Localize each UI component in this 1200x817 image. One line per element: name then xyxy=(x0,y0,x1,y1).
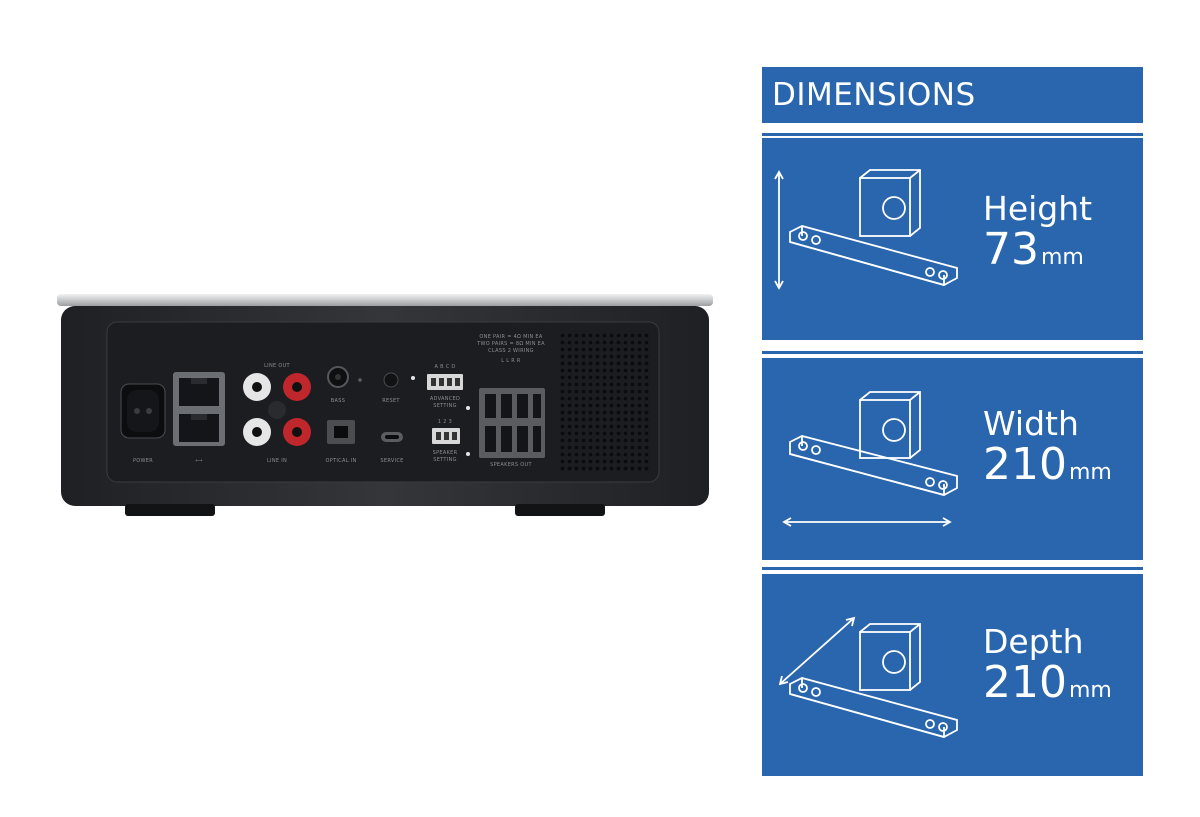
speaker-terminal-labels: L L R R xyxy=(501,358,521,364)
ventilation-grille xyxy=(558,332,650,472)
width-illustration xyxy=(782,391,958,527)
top-plate xyxy=(57,294,713,306)
foot-left xyxy=(125,504,215,516)
width-unit: mm xyxy=(1068,460,1112,485)
speaker-spec-3: CLASS 2 WIRING xyxy=(488,348,534,354)
reset-button[interactable] xyxy=(383,372,399,388)
switch-abcd-label: A B C D xyxy=(434,364,455,370)
depth-text: Depth 210mm xyxy=(983,624,1112,714)
optical-in-label: OPTICAL IN xyxy=(326,458,357,464)
width-label: Width xyxy=(983,404,1079,443)
height-unit: mm xyxy=(1041,245,1084,270)
ethernet-label: ⟷ xyxy=(195,458,202,464)
speaker-spec-2: TWO PAIRS = 8Ω MIN EA xyxy=(476,341,545,347)
dimension-card-height: Height 73mm xyxy=(762,138,1143,340)
device-rear-image: POWER ⟷ LINE OUT LINE IN BASS xyxy=(55,290,715,530)
speaker-spec-1: ONE PAIR = 4Ω MIN EA xyxy=(479,334,542,340)
depth-illustration xyxy=(778,616,958,738)
power-label: POWER xyxy=(133,458,153,464)
advanced-setting-label-1: ADVANCED xyxy=(430,396,460,402)
speaker-setting-label-1: SPEAKER xyxy=(433,450,458,456)
depth-label: Depth xyxy=(983,622,1084,661)
depth-number: 210 xyxy=(983,657,1067,708)
rca-jacks[interactable] xyxy=(243,373,311,446)
speaker-setting-label-2: SETTING xyxy=(433,457,457,463)
optical-input[interactable] xyxy=(327,420,355,444)
width-number: 210 xyxy=(983,439,1067,490)
height-value: 73mm xyxy=(983,227,1092,281)
card-divider-2 xyxy=(762,567,1143,570)
depth-unit: mm xyxy=(1068,678,1112,703)
ethernet-ports[interactable] xyxy=(173,372,225,446)
width-text: Width 210mm xyxy=(983,406,1112,496)
line-out-label: LINE OUT xyxy=(264,363,290,369)
foot-right xyxy=(515,504,605,516)
switch-123-label: 1 2 3 xyxy=(438,419,452,425)
height-illustration xyxy=(774,169,958,290)
line-in-label: LINE IN xyxy=(267,458,287,464)
height-number: 73 xyxy=(983,224,1039,275)
service-usb-port[interactable] xyxy=(381,432,403,442)
title-divider xyxy=(762,133,1143,136)
advanced-setting-label-2: SETTING xyxy=(433,403,457,409)
card-divider-1 xyxy=(762,351,1143,354)
bass-label: BASS xyxy=(331,398,345,404)
height-text: Height 73mm xyxy=(983,191,1092,281)
speaker-terminals[interactable] xyxy=(479,388,545,458)
dimensions-title: DIMENSIONS xyxy=(762,67,1143,123)
depth-value: 210mm xyxy=(983,660,1112,714)
dimension-card-width: Width 210mm xyxy=(762,358,1143,560)
power-socket[interactable] xyxy=(120,383,166,439)
width-value: 210mm xyxy=(983,442,1112,496)
advanced-setting-switches[interactable] xyxy=(427,374,463,390)
height-label: Height xyxy=(983,189,1093,228)
service-label: SERVICE xyxy=(380,458,403,464)
reset-label: RESET xyxy=(382,398,400,404)
dimensions-panel: DIMENSIONS Height 73mm xyxy=(762,67,1143,776)
dimension-card-depth: Depth 210mm xyxy=(762,574,1143,776)
speakers-out-label: SPEAKERS OUT xyxy=(490,462,532,468)
bass-jack[interactable] xyxy=(327,366,349,388)
speaker-setting-switches[interactable] xyxy=(432,428,460,444)
